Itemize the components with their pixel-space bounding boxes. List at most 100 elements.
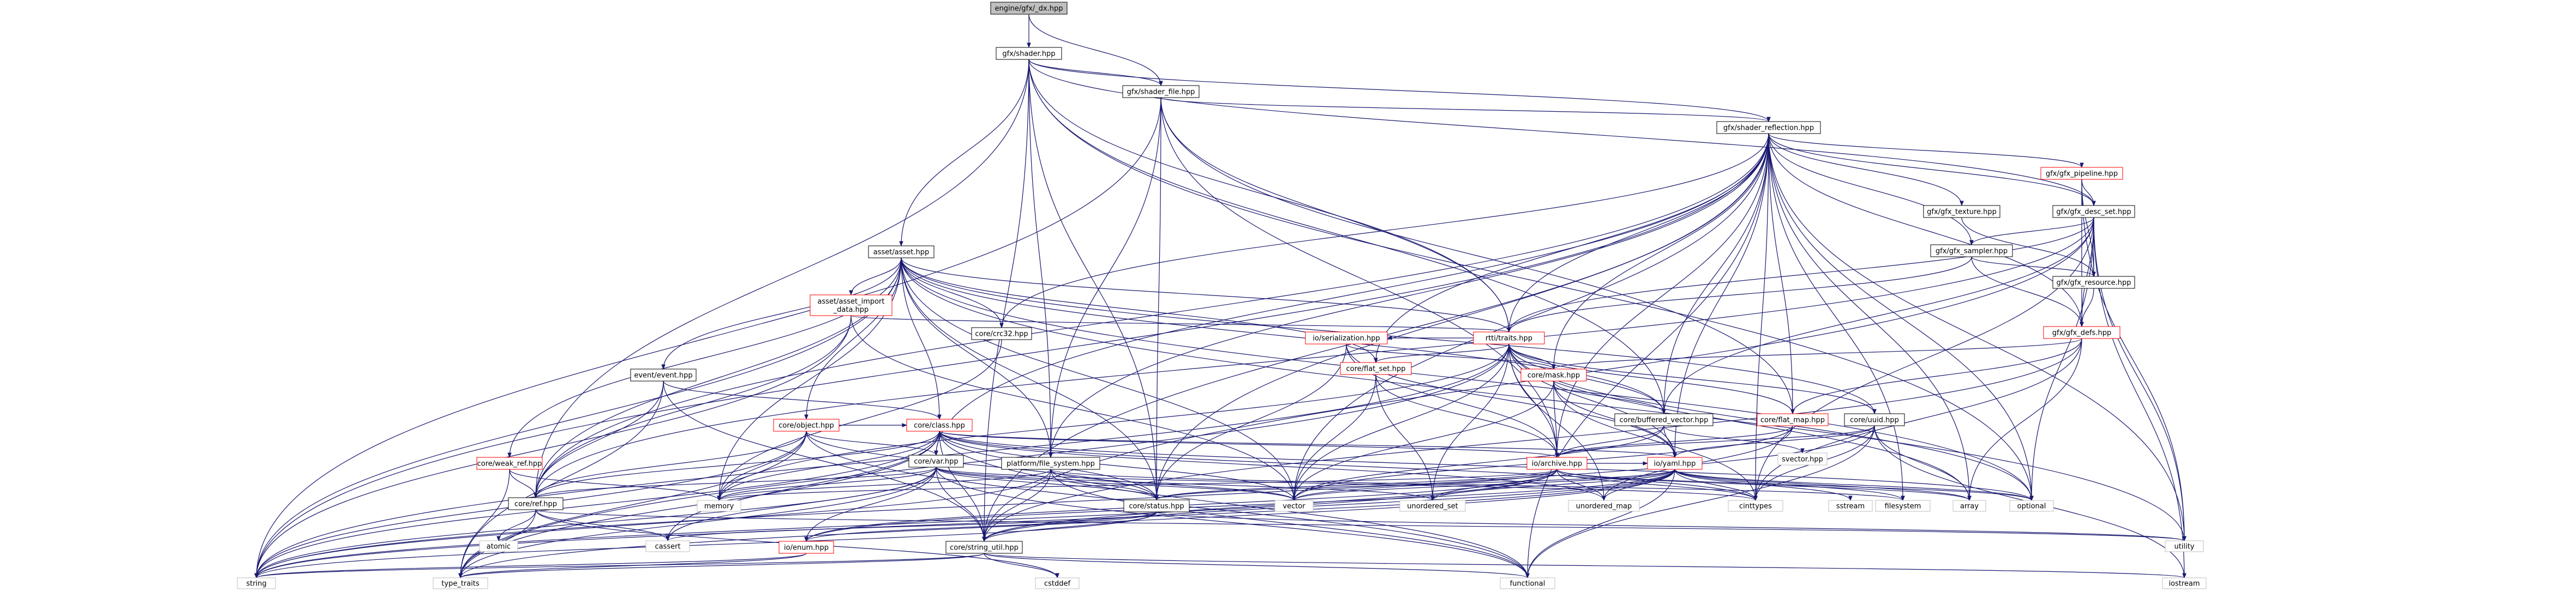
- node-buffered_vector[interactable]: core/buffered_vector.hpp: [1614, 413, 1714, 426]
- node-layer: engine/gfx/_dx.hpp gfx/shader.hpp gfx/shad…: [237, 2, 2207, 589]
- node-gfx_defs-box: [2043, 326, 2120, 339]
- node-event-box: [630, 369, 697, 382]
- node-rtti_traits-label: rtti/traits.hpp: [1485, 335, 1532, 343]
- node-root[interactable]: engine/gfx/_dx.hpp: [990, 2, 1068, 15]
- node-gfx_defs-label: gfx/gfx_defs.hpp: [2052, 329, 2111, 337]
- node-optional-box: [2009, 500, 2054, 512]
- node-gfx_sampler-label: gfx/gfx_sampler.hpp: [1936, 247, 2008, 256]
- edge-var-to-enum: [804, 467, 937, 542]
- node-event[interactable]: event/event.hpp: [630, 369, 697, 382]
- edge-rtti_traits-to-string: [254, 343, 1509, 578]
- edge-class-to-string: [254, 431, 940, 578]
- node-status[interactable]: core/status.hpp: [1123, 499, 1190, 512]
- edge-gfx_sampler-to-gfx_resource: [1971, 256, 2096, 277]
- edge-shader_reflection-to-status: [1154, 133, 1769, 500]
- edge-shader-to-gfx_desc_set: [1028, 59, 2096, 206]
- node-shader_reflection[interactable]: gfx/shader_reflection.hpp: [1716, 121, 1821, 134]
- node-object[interactable]: core/object.hpp: [773, 419, 840, 432]
- edge-asset_import_data-to-rtti_traits: [850, 315, 1511, 333]
- node-yaml-label: io/yaml.hpp: [1654, 460, 1696, 468]
- node-string-box: [237, 577, 276, 589]
- edge-archive-to-cinttypes: [1556, 469, 1758, 501]
- edge-event-to-type_traits: [458, 380, 664, 578]
- node-serialization[interactable]: io/serialization.hpp: [1305, 331, 1388, 345]
- edge-ref-to-atomic: [496, 509, 536, 541]
- edge-buffered_vector-to-archive: [1555, 425, 1664, 458]
- edge-shader-to-optional: [1028, 59, 2034, 501]
- edge-asset-to-uuid: [901, 257, 1877, 414]
- edge-asset-to-class: [901, 257, 942, 420]
- edge-gfx_desc_set-to-buffered_vector: [1662, 217, 2094, 414]
- node-enum[interactable]: io/enum.hpp: [778, 541, 834, 554]
- node-mask[interactable]: core/mask.hpp: [1520, 369, 1587, 382]
- node-gfx_defs[interactable]: gfx/gfx_defs.hpp: [2043, 326, 2120, 339]
- edge-gfx_defs-to-string_util: [982, 338, 2082, 542]
- edge-rtti_traits-to-vector: [1292, 343, 1509, 501]
- edge-asset-to-crc32: [901, 257, 1004, 328]
- node-flat_map[interactable]: core/flat_map.hpp: [1757, 413, 1829, 426]
- node-yaml[interactable]: io/yaml.hpp: [1647, 457, 1703, 470]
- node-sstream: sstream: [1828, 500, 1873, 512]
- node-svector-box: [1777, 452, 1828, 466]
- node-gfx_sampler[interactable]: gfx/gfx_sampler.hpp: [1930, 244, 2013, 257]
- node-asset[interactable]: asset/asset.hpp: [868, 245, 934, 258]
- edge-asset-to-buffered_vector: [901, 257, 1666, 414]
- edge-yaml-to-sstream: [1674, 469, 1853, 501]
- node-gfx_texture-box: [1923, 205, 2000, 218]
- node-flat_set[interactable]: core/flat_set.hpp: [1340, 362, 1412, 375]
- edge-yaml-to-array: [1674, 469, 1972, 501]
- edge-var-to-string_util: [936, 467, 986, 542]
- node-gfx_texture[interactable]: gfx/gfx_texture.hpp: [1923, 205, 2000, 218]
- node-gfx_resource[interactable]: gfx/gfx_resource.hpp: [2052, 276, 2135, 289]
- node-optional-label: optional: [2017, 503, 2046, 511]
- node-iostream-box: [2162, 577, 2207, 589]
- node-weak_ref[interactable]: core/weak_ref.hpp: [476, 457, 543, 470]
- node-var-label: core/var.hpp: [914, 458, 958, 466]
- edge-shader-to-asset: [899, 59, 1029, 246]
- node-shader_file[interactable]: gfx/shader_file.hpp: [1122, 85, 1200, 98]
- node-ref[interactable]: core/ref.hpp: [508, 497, 564, 510]
- edge-status-to-enum: [804, 511, 1157, 542]
- node-crc32-box: [971, 327, 1032, 340]
- node-var[interactable]: core/var.hpp: [908, 455, 964, 468]
- edge-layer: [254, 14, 2186, 578]
- edge-shader_reflection-to-gfx_sampler: [1768, 133, 1974, 245]
- node-crc32[interactable]: core/crc32.hpp: [971, 327, 1032, 340]
- edge-gfx_sampler-to-gfx_defs: [1971, 256, 2084, 327]
- node-status-box: [1123, 499, 1190, 512]
- node-string_util[interactable]: core/string_util.hpp: [945, 541, 1023, 554]
- node-archive[interactable]: io/archive.hpp: [1526, 457, 1587, 470]
- node-asset_import_data-label: _data.hpp: [833, 306, 869, 314]
- node-utility: utility: [2165, 540, 2204, 552]
- node-uuid[interactable]: core/uuid.hpp: [1844, 413, 1905, 426]
- node-utility-box: [2165, 540, 2204, 552]
- edge-weak_ref-to-ref: [509, 469, 538, 498]
- edge-shader_reflection-to-string: [254, 133, 1769, 578]
- edge-shader-to-shader_file: [1028, 59, 1163, 86]
- edge-shader-to-status: [1028, 59, 1159, 500]
- node-gfx_desc_set-label: gfx/gfx_desc_set.hpp: [2056, 208, 2131, 216]
- edge-shader-to-shader_reflection: [1028, 59, 1771, 122]
- node-shader_reflection-label: gfx/shader_reflection.hpp: [1723, 124, 1814, 132]
- node-iostream-label: iostream: [2168, 580, 2200, 588]
- node-asset-box: [868, 245, 934, 258]
- node-unordered_map-label: unordered_map: [1576, 503, 1632, 511]
- edge-shader_reflection-to-mask: [1551, 133, 1769, 370]
- node-asset_import_data[interactable]: asset/asset_import_data.hpp: [810, 294, 892, 316]
- edge-class-to-yaml: [939, 431, 1677, 458]
- edge-enum-to-string: [254, 553, 807, 578]
- node-shader[interactable]: gfx/shader.hpp: [996, 47, 1062, 60]
- edge-mask-to-cinttypes: [1553, 380, 1758, 501]
- node-rtti_traits[interactable]: rtti/traits.hpp: [1473, 331, 1545, 345]
- node-file_system[interactable]: platform/file_system.hpp: [1001, 457, 1100, 470]
- node-uuid-label: core/uuid.hpp: [1850, 416, 1899, 425]
- node-atomic: atomic: [479, 540, 518, 552]
- edge-uuid-to-archive: [1555, 425, 1875, 458]
- node-gfx_desc_set[interactable]: gfx/gfx_desc_set.hpp: [2052, 205, 2135, 218]
- node-filesystem: filesystem: [1875, 500, 1931, 512]
- node-optional: optional: [2009, 500, 2054, 512]
- node-string_util-box: [945, 541, 1023, 554]
- edge-mask-to-buffered_vector: [1553, 380, 1666, 414]
- node-class[interactable]: core/class.hpp: [906, 419, 973, 432]
- node-gfx_pipeline[interactable]: gfx/gfx_pipeline.hpp: [2040, 167, 2123, 180]
